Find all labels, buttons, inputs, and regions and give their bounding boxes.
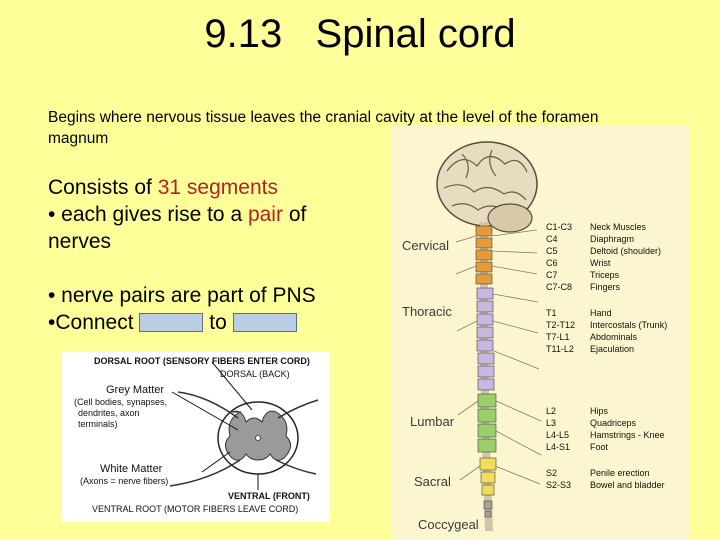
region-lumbar: Lumbar [410,414,455,429]
consists-line: Consists of 31 segments [48,174,368,201]
grey-matter-label: Grey Matter [106,384,165,396]
dorsal-root-label: DORSAL ROOT (SENSORY FIBERS ENTER CORD) [94,356,310,366]
segment-label: C7-C8 [546,282,573,292]
dorsal-back-label: DORSAL (BACK) [220,369,290,379]
brain-spine-illustration [436,141,542,532]
bullet-connect: •Connect to [48,309,368,336]
segment-label: T7-L1 [546,332,570,342]
terminals-label: terminals) [78,419,118,429]
bullet-pair-suffix: of nerves [48,203,307,253]
segment-label: C6 [546,258,558,268]
function-label: Intercostals (Trunk) [590,320,668,330]
function-label: Hamstrings - Knee [590,430,665,440]
segment-label: L3 [546,418,557,428]
bullet-pair-prefix: • each gives rise to a [48,203,248,226]
segment-label: C4 [546,234,558,244]
segment-label: C1-C3 [546,222,573,232]
region-sacral: Sacral [414,474,451,489]
blank-box-2 [232,313,297,332]
function-label: Ejaculation [590,344,635,354]
function-label: Abdominals [590,332,638,342]
function-label: Neck Muscles [590,222,647,232]
bullet-pns: • nerve pairs are part of PNS [48,284,316,307]
function-label: Wrist [590,258,611,268]
pair-highlight: pair [247,203,283,226]
function-label: Quadriceps [590,418,637,428]
consists-prefix: Consists of [48,176,158,199]
segment-label: T1 [546,308,557,318]
function-label: Penile erection [590,468,650,478]
region-cervical: Cervical [402,238,449,253]
dendrites-label: dendrites, axon [78,408,140,418]
intro-text: Begins where nervous tissue leaves the c… [48,109,599,147]
segment-label: S2-S3 [546,480,572,490]
function-label: Triceps [590,270,620,280]
thoracic-vertebrae [476,287,495,391]
segment-label: L4-L5 [546,430,570,440]
region-thoracic: Thoracic [402,304,452,319]
segment-label: C7 [546,270,558,280]
segment-label: L4-S1 [546,442,571,452]
segment-label: C5 [546,246,558,256]
function-label: Fingers [590,282,621,292]
segment-label: L2 [546,406,557,416]
cross-section-illustration [169,361,319,490]
blank-box-1 [139,313,204,332]
body-text: Consists of 31 segments • each gives ris… [48,174,368,336]
slide-title: 9.13 Spinal cord [204,12,516,56]
function-label: Hips [590,406,609,416]
cell-bodies-label: (Cell bodies, synapses, [74,397,168,407]
ventral-front-label: VENTRAL (FRONT) [228,491,310,501]
region-coccygeal: Coccygeal [418,517,479,532]
connect-to: to [209,311,227,334]
function-label: Deltoid (shoulder) [590,246,662,256]
white-matter-label: White Matter [100,463,163,475]
spinal-cord-figure: Cervical Thoracic Lumbar Sacral Coccygea… [392,126,689,540]
lumbar-vertebrae [477,393,497,453]
cervical-vertebrae [475,225,493,285]
segments-highlight: 31 segments [157,176,278,199]
function-label: Diaphragm [590,234,635,244]
cord-cross-section-figure: DORSAL ROOT (SENSORY FIBERS ENTER CORD) … [62,352,330,522]
segment-label: S2 [546,468,558,478]
ventral-root-label: VENTRAL ROOT (MOTOR FIBERS LEAVE CORD) [92,504,299,514]
axons-label: (Axons = nerve fibers) [80,476,169,486]
function-label: Foot [590,442,609,452]
function-label: Hand [590,308,612,318]
bullet-pair: • each gives rise to a pair of nerves [48,201,368,255]
sacral-vertebrae [479,457,497,518]
connect-prefix: •Connect [48,311,134,334]
segment-label: T11-L2 [546,344,574,354]
function-label: Bowel and bladder [590,480,665,490]
segment-label: T2-T12 [546,320,576,330]
